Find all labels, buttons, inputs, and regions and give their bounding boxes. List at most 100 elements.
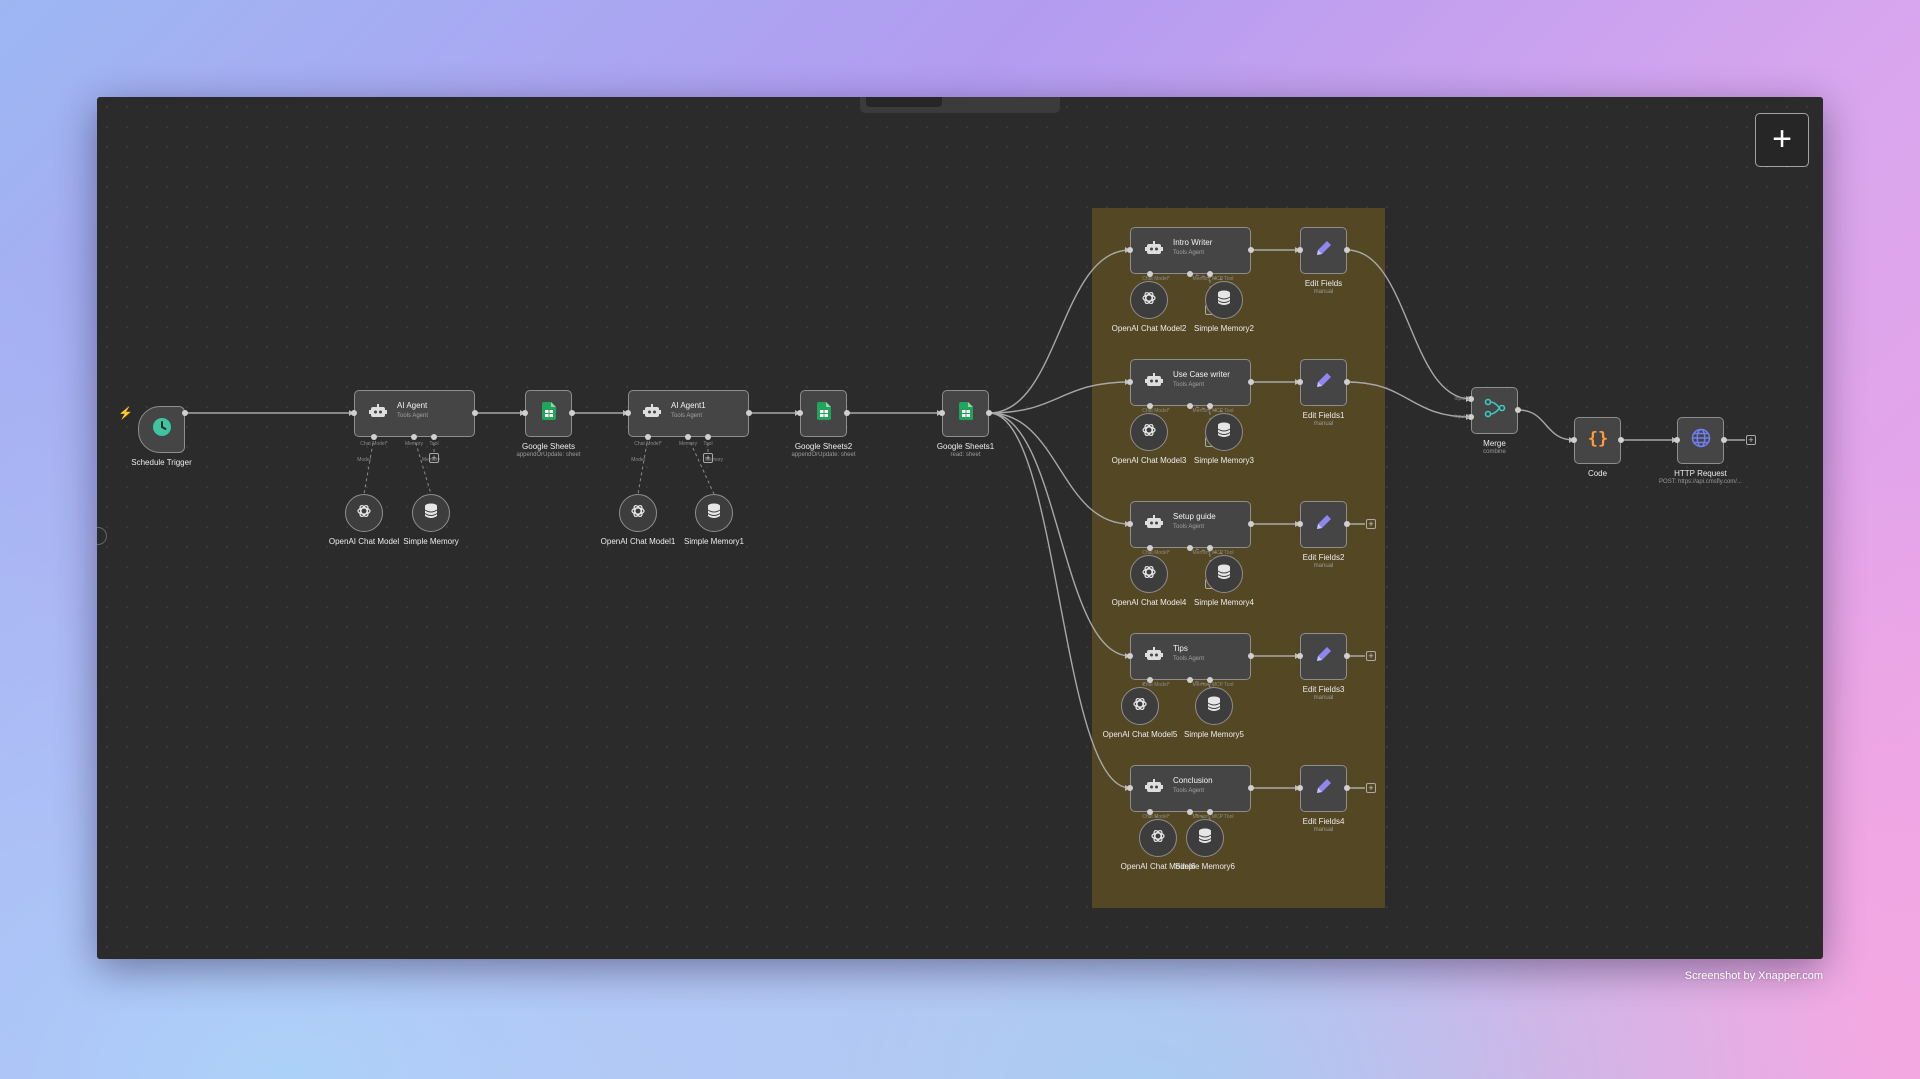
openai-chat-model1-node[interactable] <box>619 494 657 532</box>
tool-port[interactable] <box>1207 271 1213 277</box>
google-sheets1-node[interactable] <box>942 390 989 437</box>
connection-line[interactable] <box>988 412 1131 789</box>
connection-line[interactable] <box>1517 409 1575 441</box>
add-connection-icon[interactable]: + <box>1366 783 1376 793</box>
output-port[interactable] <box>1344 521 1350 527</box>
connection-line[interactable] <box>1346 249 1472 400</box>
input-port[interactable] <box>1127 379 1133 385</box>
add-node-button[interactable]: + <box>1755 113 1809 167</box>
output-port[interactable] <box>1344 653 1350 659</box>
input-port[interactable] <box>351 410 357 416</box>
output-port[interactable] <box>746 410 752 416</box>
input-port[interactable] <box>1571 437 1577 443</box>
code-node[interactable]: {} <box>1574 417 1621 464</box>
output-port[interactable] <box>1515 407 1521 413</box>
output-port[interactable] <box>1248 653 1254 659</box>
add-connection-icon[interactable]: + <box>1746 435 1756 445</box>
chat-model-port[interactable] <box>1147 677 1153 683</box>
output-port[interactable] <box>1344 379 1350 385</box>
tool-port[interactable] <box>1207 403 1213 409</box>
output-port[interactable] <box>569 410 575 416</box>
input-1-port[interactable] <box>1468 396 1474 402</box>
connection-line[interactable] <box>1346 381 1472 418</box>
google-sheets2-node[interactable] <box>800 390 847 437</box>
http-request-node[interactable] <box>1677 417 1724 464</box>
input-port[interactable] <box>1297 521 1303 527</box>
output-port[interactable] <box>844 410 850 416</box>
edit-fields4-node[interactable] <box>1300 765 1347 812</box>
output-port[interactable] <box>1248 247 1254 253</box>
openai-chat-model-node[interactable] <box>345 494 383 532</box>
edit-fields2-node[interactable] <box>1300 501 1347 548</box>
edit-fields-node[interactable] <box>1300 227 1347 274</box>
edit-fields1-node[interactable] <box>1300 359 1347 406</box>
sub-connection[interactable] <box>1189 679 1215 687</box>
add-connection-icon[interactable]: + <box>1366 651 1376 661</box>
simple-memory1-node[interactable] <box>695 494 733 532</box>
chat-model2-node[interactable] <box>1130 281 1168 319</box>
memory-port[interactable] <box>1187 403 1193 409</box>
sub-connection[interactable] <box>637 436 649 495</box>
connection-line[interactable] <box>988 249 1131 414</box>
output-port[interactable] <box>182 410 188 416</box>
chat-model-port[interactable] <box>1147 809 1153 815</box>
memory-port[interactable] <box>411 434 417 440</box>
connection-line[interactable] <box>988 412 1131 525</box>
chat-model4-node[interactable] <box>1130 555 1168 593</box>
output-port[interactable] <box>1344 785 1350 791</box>
tool-port[interactable] <box>1207 677 1213 683</box>
chat-model5-node[interactable] <box>1121 687 1159 725</box>
input-port[interactable] <box>1127 247 1133 253</box>
top-tab-handle[interactable] <box>860 97 1060 113</box>
input-port[interactable] <box>625 410 631 416</box>
sub-connection[interactable] <box>363 436 375 495</box>
input-port[interactable] <box>1297 653 1303 659</box>
edit-fields3-node[interactable] <box>1300 633 1347 680</box>
google-sheets-node[interactable] <box>525 390 572 437</box>
output-port[interactable] <box>1248 379 1254 385</box>
input-port[interactable] <box>522 410 528 416</box>
sub-connection[interactable] <box>687 436 715 495</box>
input-port[interactable] <box>1297 247 1303 253</box>
simple-memory-node[interactable] <box>412 494 450 532</box>
tool-port[interactable] <box>431 434 437 440</box>
memory-port[interactable] <box>1187 271 1193 277</box>
input-port[interactable] <box>1127 653 1133 659</box>
memory5-node[interactable] <box>1195 687 1233 725</box>
schedule-trigger-node[interactable] <box>138 406 185 453</box>
input-port[interactable] <box>1127 785 1133 791</box>
output-port[interactable] <box>1248 521 1254 527</box>
connection-line[interactable] <box>988 412 1131 657</box>
chat-model3-node[interactable] <box>1130 413 1168 451</box>
output-port[interactable] <box>1618 437 1624 443</box>
memory3-node[interactable] <box>1205 413 1243 451</box>
memory4-node[interactable] <box>1205 555 1243 593</box>
connection-line[interactable] <box>988 381 1131 414</box>
add-connection-icon[interactable]: + <box>703 453 713 463</box>
chat-model6-node[interactable] <box>1139 819 1177 857</box>
input-port[interactable] <box>1127 521 1133 527</box>
output-port[interactable] <box>472 410 478 416</box>
input-port[interactable] <box>939 410 945 416</box>
chat-model-port[interactable] <box>1147 403 1153 409</box>
memory-port[interactable] <box>1187 677 1193 683</box>
merge-node[interactable] <box>1471 387 1518 434</box>
tool-port[interactable] <box>1207 545 1213 551</box>
chat-model-port[interactable] <box>1147 545 1153 551</box>
chat-model-port[interactable] <box>1147 271 1153 277</box>
memory-port[interactable] <box>685 434 691 440</box>
output-port[interactable] <box>986 410 992 416</box>
add-connection-icon[interactable]: + <box>429 453 439 463</box>
input-port[interactable] <box>1674 437 1680 443</box>
memory-port[interactable] <box>1187 809 1193 815</box>
chat-model-port[interactable] <box>645 434 651 440</box>
tool-port[interactable] <box>705 434 711 440</box>
